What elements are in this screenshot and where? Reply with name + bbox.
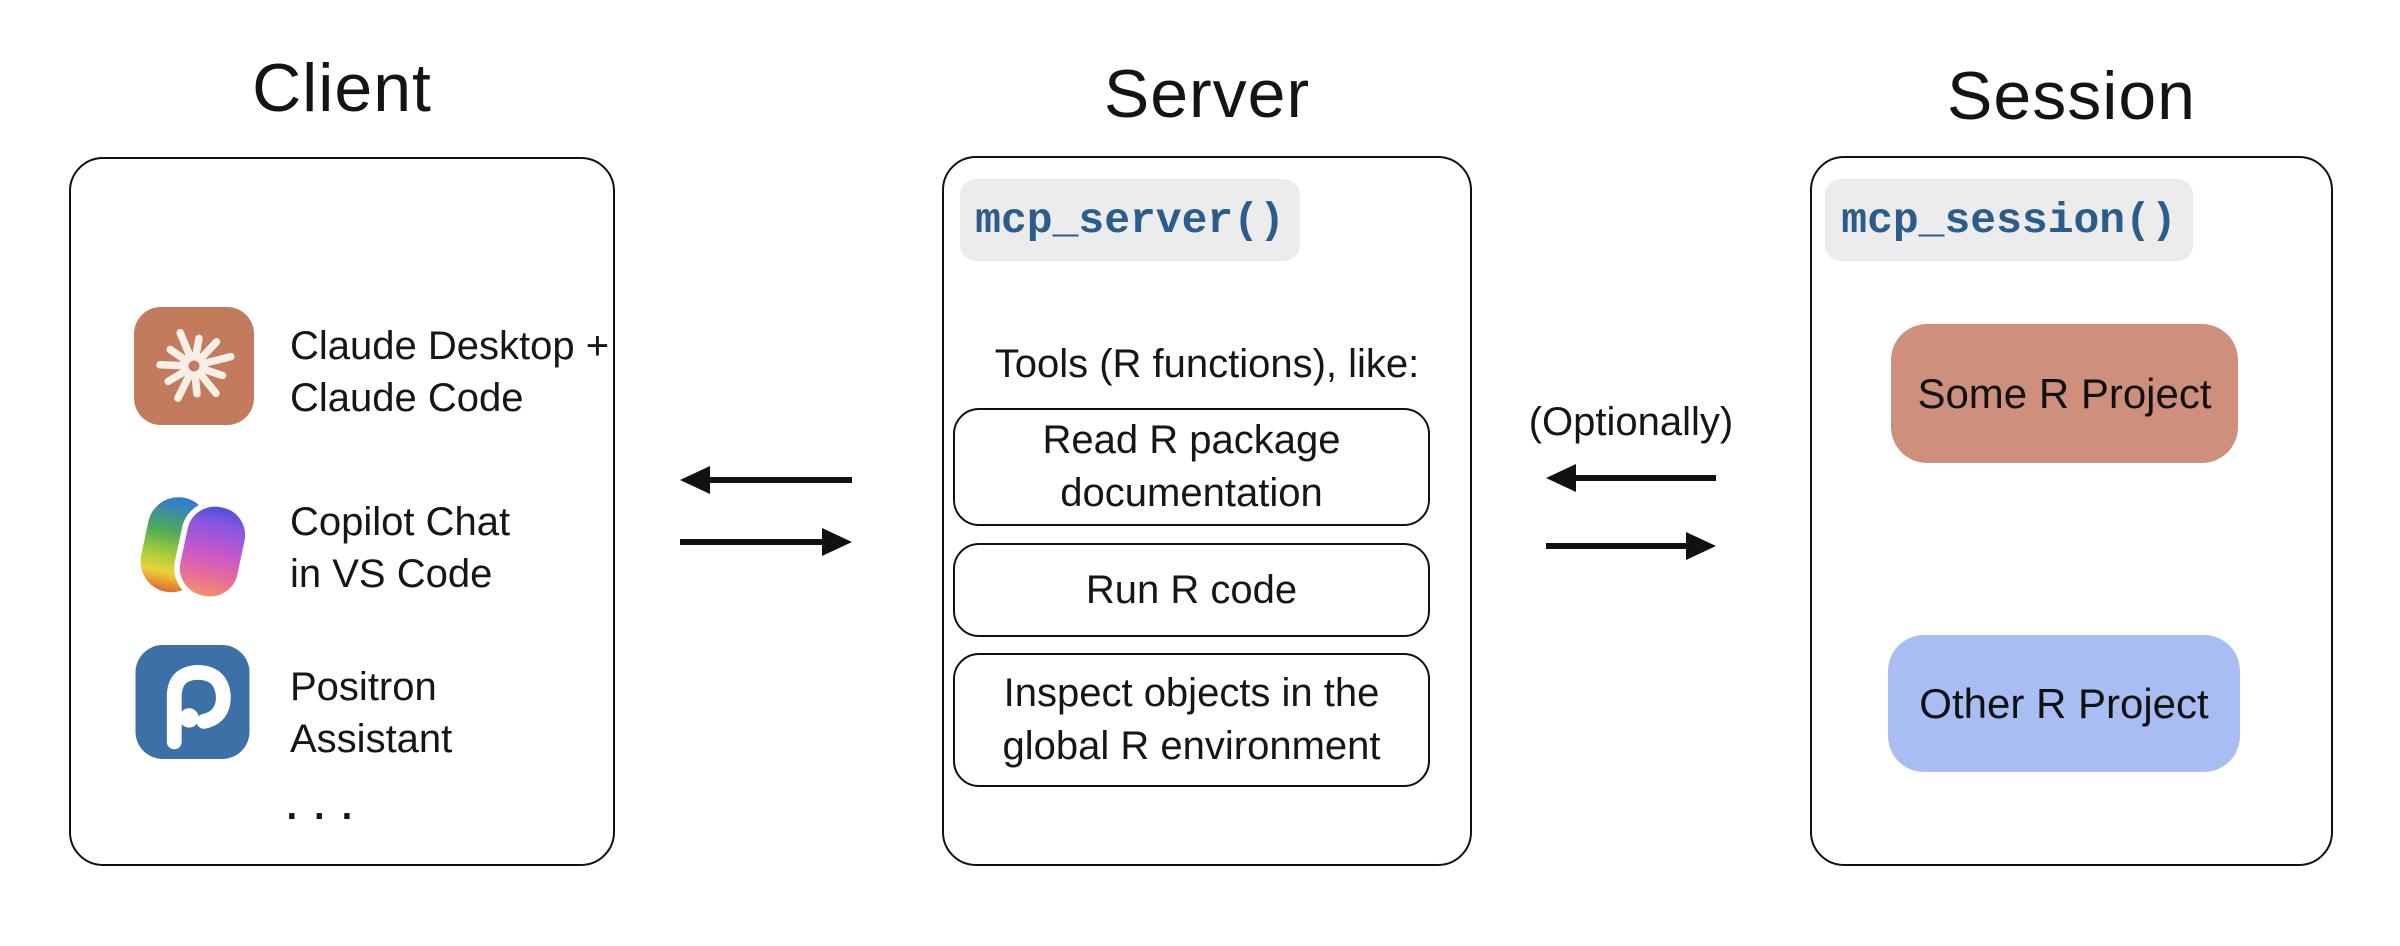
client-item-label: Claude Desktop + Claude Code — [290, 320, 609, 424]
tool-box-line: global R environment — [1002, 724, 1381, 768]
client-item-line: Copilot Chat — [290, 500, 511, 544]
client-item-line: in VS Code — [290, 552, 493, 596]
mcp-server-code-label: mcp_server() — [975, 195, 1285, 245]
client-item-line: Positron — [290, 665, 437, 709]
other-r-project-label: Other R Project — [1919, 679, 2209, 727]
tool-box-read-docs: Read R package documentation — [953, 408, 1430, 526]
claude-icon — [134, 307, 254, 425]
arrow-left-icon — [680, 466, 852, 494]
server-tools-heading: Tools (R functions), like: — [994, 342, 1420, 386]
tool-box-line: documentation — [1060, 471, 1323, 515]
tool-box-run-code: Run R code — [953, 543, 1430, 637]
client-item-line: Claude Code — [290, 376, 524, 420]
some-r-project-box: Some R Project — [1891, 324, 2238, 463]
mcp-session-code-label: mcp_session() — [1841, 195, 2177, 245]
arrow-left-icon — [1546, 464, 1716, 492]
mcp-server-code-badge: mcp_server() — [960, 179, 1300, 261]
client-item-label: Positron Assistant — [290, 661, 452, 765]
positron-icon — [135, 645, 250, 759]
tool-box-line: Inspect objects in the — [1003, 671, 1380, 715]
optionally-label: (Optionally) — [1528, 400, 1734, 444]
client-more-indicator: ... — [284, 768, 367, 831]
tool-box-inspect-objects: Inspect objects in the global R environm… — [953, 653, 1430, 787]
some-r-project-label: Some R Project — [1917, 369, 2212, 417]
session-column-title: Session — [1947, 58, 2196, 134]
client-item-line: Claude Desktop + — [290, 324, 610, 368]
claude-starburst — [156, 328, 235, 402]
tool-box-line: Read R package — [1042, 418, 1341, 462]
tool-box-line: Run R code — [1085, 567, 1298, 612]
client-item-label: Copilot Chat in VS Code — [290, 496, 510, 600]
mcp-session-code-badge: mcp_session() — [1825, 179, 2193, 261]
arrow-right-icon — [680, 528, 852, 556]
client-column-title: Client — [252, 50, 432, 126]
arrow-right-icon — [1546, 532, 1716, 560]
other-r-project-box: Other R Project — [1888, 635, 2240, 772]
copilot-icon — [140, 497, 251, 603]
client-item-line: Assistant — [290, 717, 453, 761]
server-column-title: Server — [1103, 56, 1311, 132]
